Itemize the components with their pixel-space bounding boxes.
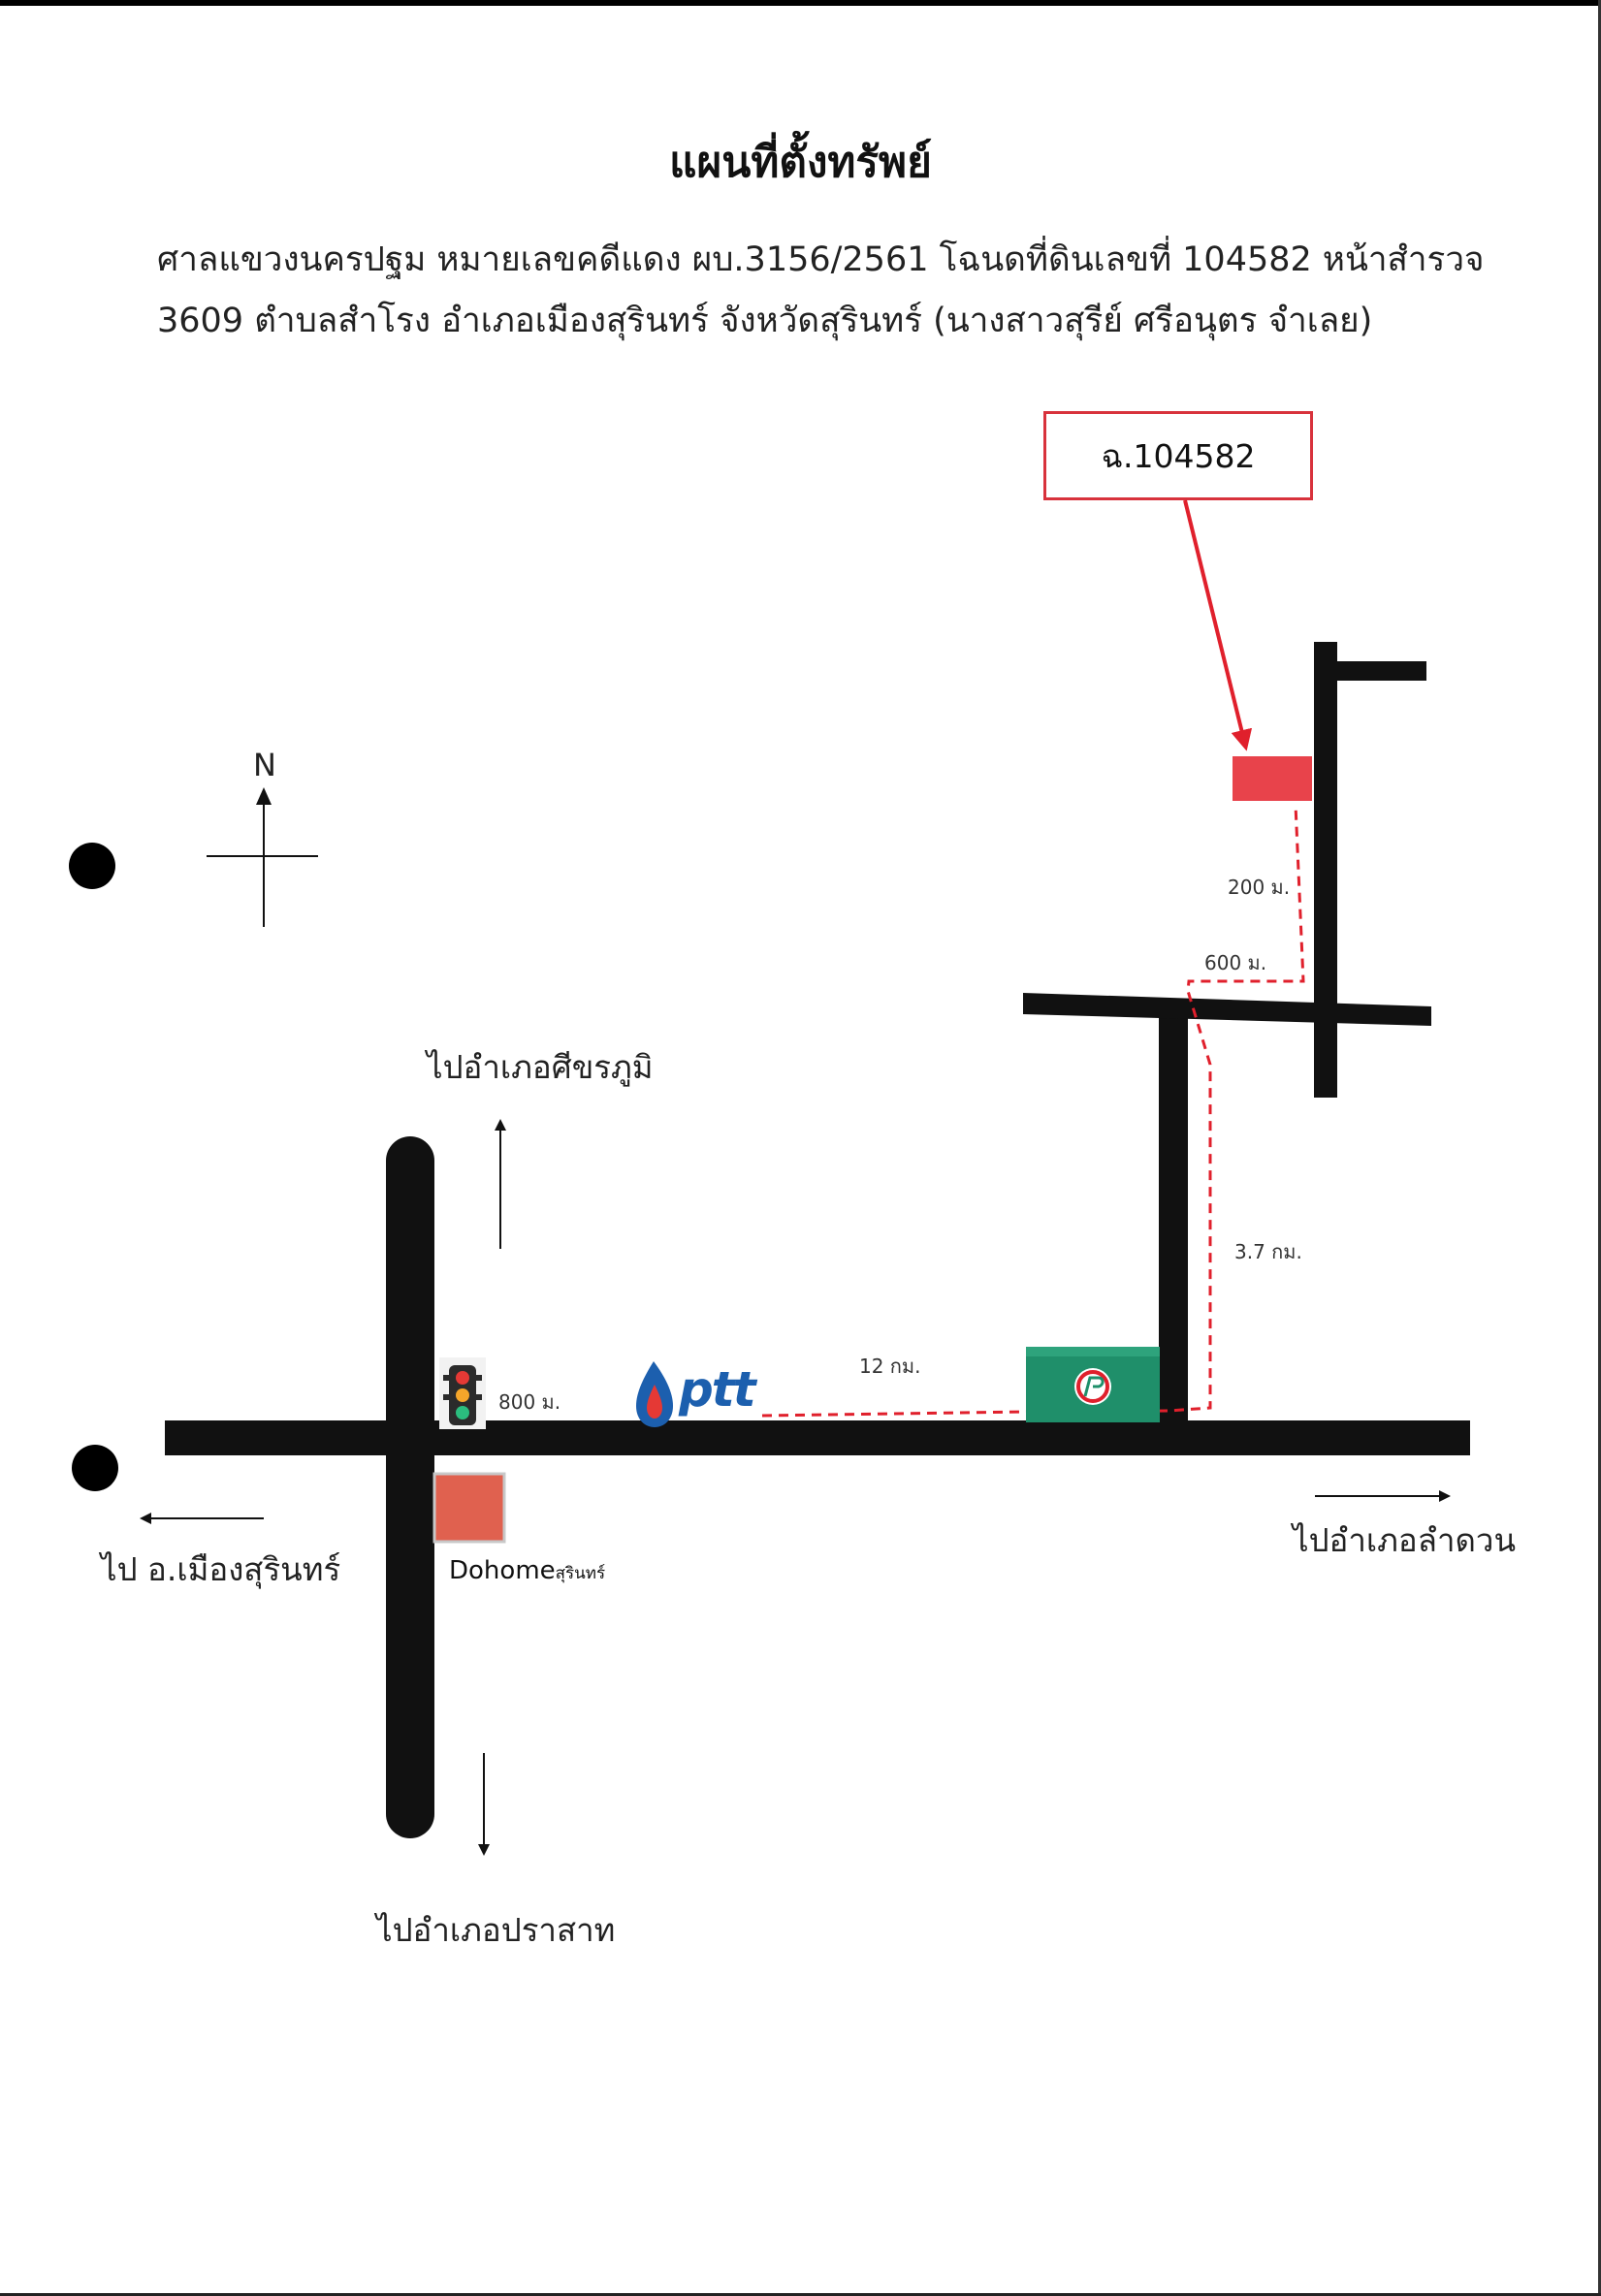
route-dashed <box>761 804 1305 1418</box>
page-edge-top <box>0 0 1601 6</box>
road-stub <box>1337 661 1426 681</box>
dohome-label: Dohomeสุรินทร์ <box>449 1556 605 1586</box>
ptt-logo-icon <box>636 1361 673 1427</box>
deed-label: ฉ.104582 <box>1101 436 1256 475</box>
punch-hole-bottom <box>72 1445 118 1491</box>
deed-label-box: ฉ.104582 <box>1043 411 1313 500</box>
case-description-line1: ศาลแขวงนครปฐม หมายเลขคดีแดง ผบ.3156/2561… <box>157 240 1485 279</box>
ptt-logo-text: ptt <box>679 1361 756 1418</box>
distance-600m: 600 ม. <box>1204 951 1267 974</box>
dest-west-label: ไป อ.เมืองสุรินทร์ <box>101 1550 341 1588</box>
distance-200m: 200 ม. <box>1228 876 1291 899</box>
dohome-suffix: สุรินทร์ <box>555 1564 606 1583</box>
distance-800m: 800 ม. <box>498 1390 561 1414</box>
compass-north-arrow <box>256 787 272 805</box>
distance-12km: 12 กม. <box>859 1355 921 1378</box>
dohome-marker <box>432 1472 506 1544</box>
case-description-line2: 3609 ตำบลสำโรง อำเภอเมืองสุรินทร์ จังหวั… <box>157 302 1373 340</box>
road-far-right-vertical <box>1314 642 1337 1098</box>
road-main-vertical <box>386 1136 434 1838</box>
page-edge-bottom <box>0 2293 1601 2296</box>
pt-station-icon <box>1026 1347 1160 1422</box>
road-secondary-vertical <box>1159 999 1188 1433</box>
dohome-name: Dohome <box>449 1556 556 1585</box>
property-pointer-arrow <box>1183 499 1253 751</box>
page-edge-right <box>1598 0 1601 2296</box>
compass-north-label: N <box>253 747 276 783</box>
dest-east-label: ไปอำเภอลำดวน <box>1293 1521 1517 1559</box>
distance-3-7km: 3.7 กม. <box>1234 1240 1302 1263</box>
dest-south-label: ไปอำเภอปราสาท <box>376 1911 616 1949</box>
traffic-light-icon <box>439 1357 486 1429</box>
property-marker <box>1233 756 1312 801</box>
punch-hole-top <box>69 843 115 889</box>
road-main-horizontal <box>165 1420 1470 1455</box>
map-title: แผนที่ตั้งทรัพย์ <box>669 138 932 187</box>
road-upper-horizontal <box>1023 993 1431 1026</box>
dest-north-label: ไปอำเภอศีขรภูมิ <box>427 1048 654 1086</box>
